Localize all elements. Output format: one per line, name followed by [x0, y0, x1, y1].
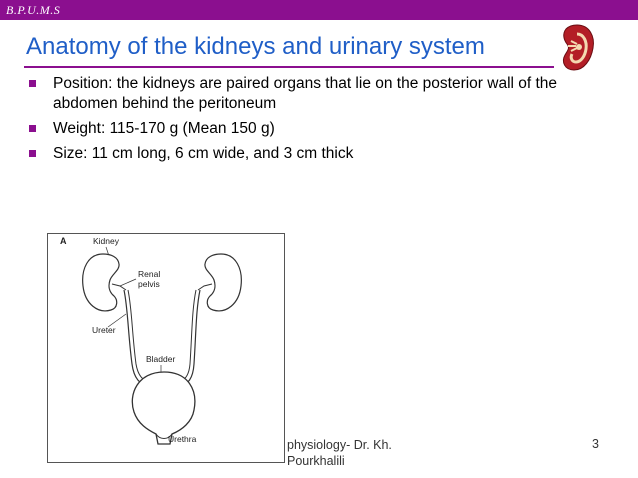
ureter-leader-line	[107, 313, 127, 328]
square-bullet-icon	[29, 80, 36, 87]
right-ureter	[179, 289, 201, 387]
bullet-text: Position: the kidneys are paired organs …	[53, 75, 558, 112]
page-number: 3	[592, 437, 599, 451]
figure-panel-letter: A	[60, 236, 67, 246]
left-kidney	[82, 253, 120, 312]
title-divider	[24, 66, 554, 68]
left-renal-pelvis	[111, 283, 127, 291]
renal-pelvis-label: Renal	[138, 269, 160, 279]
kidney-label: Kidney	[93, 236, 120, 246]
square-bullet-icon	[29, 150, 36, 157]
bullet-item: Weight: 115-170 g (Mean 150 g)	[26, 119, 606, 139]
slide-title: Anatomy of the kidneys and urinary syste…	[26, 33, 485, 60]
bullet-item: Size: 11 cm long, 6 cm wide, and 3 cm th…	[26, 144, 606, 164]
ureter-label: Ureter	[92, 325, 116, 335]
left-ureter-inner	[127, 289, 151, 383]
left-ureter	[123, 289, 149, 387]
bullet-item: Position: the kidneys are paired organs …	[26, 74, 606, 114]
urinary-system-figure: A Kidney Renal pelvis Ureter Bladder Ure…	[47, 233, 285, 463]
bladder-neck	[155, 433, 173, 439]
square-bullet-icon	[29, 125, 36, 132]
bullet-text: Weight: 115-170 g (Mean 150 g)	[53, 120, 275, 137]
renal-pelvis-label-2: pelvis	[138, 279, 160, 289]
org-name: B.P.U.M.S	[6, 3, 61, 17]
renal-pelvis-leader-line	[119, 278, 137, 287]
bullet-text: Size: 11 cm long, 6 cm wide, and 3 cm th…	[53, 145, 354, 162]
urinary-system-diagram: A Kidney Renal pelvis Ureter Bladder Ure…	[60, 236, 242, 445]
right-renal-pelvis	[197, 283, 213, 291]
bladder-label: Bladder	[146, 354, 175, 364]
kidney-logo-icon	[562, 24, 594, 71]
header-bar: B.P.U.M.S	[0, 0, 638, 20]
bladder	[131, 371, 196, 445]
right-kidney	[204, 253, 242, 312]
footer-credit: physiology- Dr. Kh. Pourkhalili	[287, 438, 392, 468]
urethra-label: Urethra	[168, 434, 197, 444]
bullet-list: Position: the kidneys are paired organs …	[26, 74, 606, 169]
